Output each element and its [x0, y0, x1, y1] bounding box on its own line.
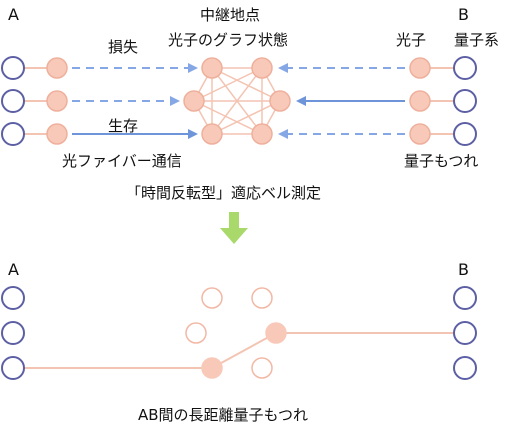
relay-title: 中継地点 — [200, 6, 260, 24]
b-photons — [409, 57, 431, 145]
b-qubits — [453, 56, 477, 146]
graph-state-label: 光子のグラフ状態 — [168, 31, 288, 49]
loss-label: 損失 — [108, 38, 138, 56]
measured-photon — [185, 322, 207, 344]
label-a-bottom: A — [8, 260, 19, 279]
entanglement-label: 量子もつれ — [404, 152, 478, 170]
photon-label: 光子 — [396, 31, 426, 49]
qubit-a3 — [1, 356, 25, 380]
relay-photon — [251, 123, 273, 145]
qubit-b1 — [453, 286, 477, 310]
qubit-b2 — [453, 89, 477, 113]
qubit-system-label: 量子系 — [454, 31, 499, 49]
photon-a1 — [46, 57, 68, 79]
qubit-a1 — [1, 56, 25, 80]
label-b-top: B — [458, 5, 469, 24]
qubit-a1 — [1, 286, 25, 310]
bottom-caption: AB間の長距離量子もつれ — [138, 406, 308, 424]
photon-b2 — [409, 90, 431, 112]
measured-photon — [201, 287, 223, 309]
relay-photon — [201, 123, 223, 145]
entanglement-line — [24, 332, 456, 369]
photon-a3 — [46, 123, 68, 145]
measured-photon — [251, 287, 273, 309]
survival-label: 生存 — [108, 117, 138, 135]
relay-photon — [251, 57, 273, 79]
photon-a2 — [46, 90, 68, 112]
relay-photon — [183, 90, 205, 112]
a-qubits — [1, 56, 25, 146]
label-a-top: A — [8, 5, 19, 24]
measurement-label: 「時間反転型」適応ベル測定 — [126, 184, 321, 202]
b-qubits-bottom — [453, 286, 477, 380]
photon-b1 — [409, 57, 431, 79]
remaining-photons — [201, 322, 287, 379]
qubit-b2 — [453, 321, 477, 345]
a-photons — [46, 57, 68, 145]
relay-photon — [201, 57, 223, 79]
fiber-label: 光ファイバー通信 — [62, 152, 182, 170]
photon-b3 — [409, 123, 431, 145]
qubit-b3 — [453, 356, 477, 380]
qubit-a2 — [1, 321, 25, 345]
measured-photons — [185, 287, 273, 379]
remaining-photon — [201, 357, 223, 379]
arrow-down-icon — [220, 212, 248, 244]
graph-state-edges — [193, 67, 281, 135]
qubit-b1 — [453, 56, 477, 80]
label-b-bottom: B — [458, 260, 469, 279]
graph-state-photons — [183, 57, 291, 145]
remaining-photon — [265, 322, 287, 344]
relay-photon — [269, 90, 291, 112]
a-qubits-bottom — [1, 286, 25, 380]
qubit-a2 — [1, 89, 25, 113]
qubit-b3 — [453, 122, 477, 146]
measured-photon — [251, 357, 273, 379]
qubit-a3 — [1, 122, 25, 146]
